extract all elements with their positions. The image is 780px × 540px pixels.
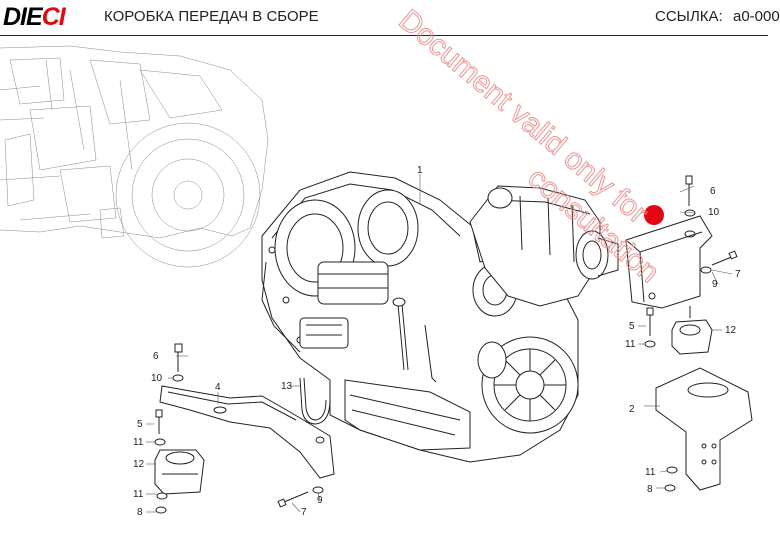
callout-11-left-lower: 11 (133, 489, 144, 500)
callout-5-right: 5 (629, 321, 635, 332)
callout-leaders (146, 174, 733, 513)
transmission-assembly (261, 171, 579, 463)
callout-9-right: 9 (712, 279, 718, 290)
callout-4: 4 (215, 382, 221, 393)
callout-1: 1 (417, 165, 423, 176)
callout-13: 13 (281, 381, 293, 392)
left-rubber-mount (154, 449, 205, 495)
callout-7-lower: 7 (301, 507, 307, 518)
upper-right-mount-bracket (625, 215, 713, 309)
reference-value: a0-000 (733, 8, 780, 25)
rear-drive-housing (469, 185, 619, 307)
callout-10-left: 10 (151, 373, 163, 384)
callout-11-right-lower: 11 (645, 467, 656, 478)
callout-numbers: 1 2 4 5 5 6 6 7 7 8 8 9 9 10 10 11 11 11… (133, 165, 741, 518)
callout-8-right: 8 (647, 484, 653, 495)
bolt-6-left (172, 343, 184, 382)
callout-11-right-upper: 11 (625, 339, 636, 350)
lower-right-bracket (655, 367, 753, 492)
hook-13 (299, 377, 331, 425)
reference-label: ССЫЛКА: (655, 8, 723, 25)
callout-7-right: 7 (735, 269, 741, 280)
callout-9-lower: 9 (317, 495, 323, 506)
right-rubber-mount (644, 306, 713, 355)
callout-12-right: 12 (725, 325, 737, 336)
bolt-7-lower (277, 486, 324, 508)
page-header: DIECI КОРОБКА ПЕРЕДАЧ В СБОРЕ ССЫЛКА: a0… (0, 0, 780, 36)
callout-5-left: 5 (137, 419, 143, 430)
callout-6-right: 6 (710, 186, 716, 197)
red-marker-dot (644, 205, 664, 225)
bolt-5-left (154, 409, 168, 514)
callout-6-left: 6 (153, 351, 159, 362)
bolt-7-upper-right (700, 250, 738, 274)
dieci-logo: DIECI (3, 3, 66, 31)
callout-2: 2 (629, 404, 635, 415)
bolt-6-upper-right (684, 175, 696, 217)
exploded-parts-diagram: 1 2 4 5 5 6 6 7 7 8 8 9 9 10 10 11 11 11… (0, 3, 753, 518)
left-mount-bracket (159, 385, 335, 479)
callout-8-left: 8 (137, 507, 143, 518)
callout-11-left-upper: 11 (133, 437, 144, 448)
page-title: КОРОБКА ПЕРЕДАЧ В СБОРЕ (104, 8, 319, 25)
callout-12-left: 12 (133, 459, 145, 470)
background-engine-outline (0, 45, 269, 268)
callout-10-right: 10 (708, 207, 720, 218)
